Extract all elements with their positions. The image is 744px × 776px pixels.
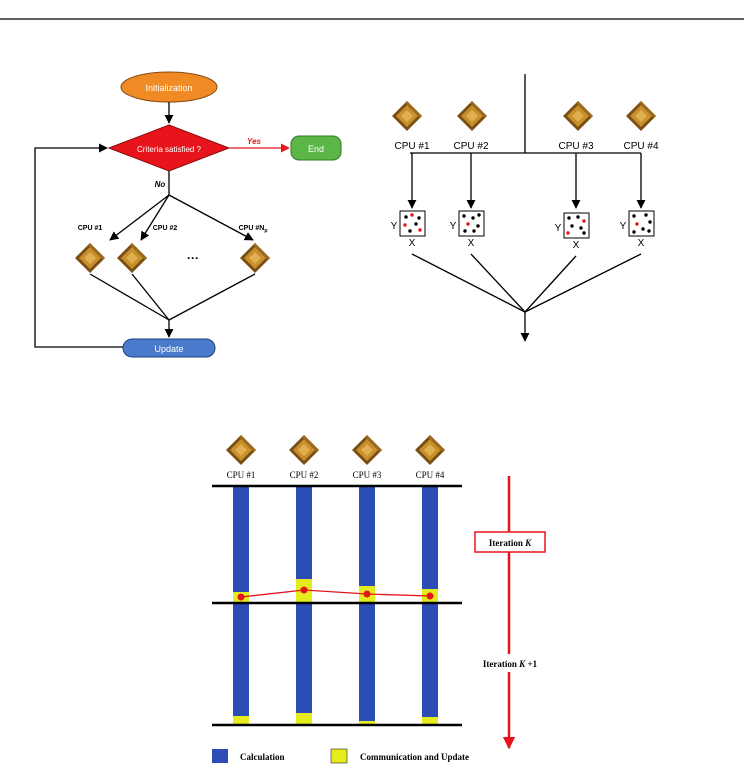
- merge-line-cpu1: [90, 274, 169, 320]
- end-label: End: [308, 144, 324, 154]
- dist-cpu3-label: CPU #3: [558, 141, 593, 152]
- legend-swatch-calculation: [212, 749, 228, 763]
- tl-cpu4-label: CPU #4: [416, 470, 445, 480]
- comm-dot: [301, 587, 308, 594]
- calc-bar-cpu3: [359, 486, 375, 724]
- x-label-3: X: [573, 240, 580, 251]
- scatter-box-cpu4: [629, 211, 654, 236]
- branch-arrow-cpu2: [141, 195, 169, 240]
- cpu2-label: CPU #2: [153, 225, 178, 232]
- flowchart-panel: Initialization Criteria satisfied ? Yes …: [35, 72, 341, 357]
- merge-line-cpun: [169, 274, 255, 320]
- calc-bar-cpu2: [296, 486, 312, 724]
- cpu-chip-icon: [415, 435, 445, 465]
- comm-dot: [238, 594, 245, 601]
- scatter-box-cpu3: [564, 213, 589, 238]
- branch-arrow-cpun: [169, 195, 253, 240]
- tl-cpu1-label: CPU #1: [227, 470, 256, 480]
- cpu-chip-icon: [626, 101, 656, 131]
- yes-label: Yes: [247, 137, 261, 146]
- y-label-2: Y: [450, 221, 457, 232]
- legend-swatch-communication: [331, 749, 347, 763]
- x-label-2: X: [468, 238, 475, 249]
- calc-bar-cpu4: [422, 486, 438, 724]
- calc-bar-cpu1: [233, 486, 249, 724]
- y-label-1: Y: [391, 221, 398, 232]
- update-label: Update: [154, 344, 183, 354]
- tl-cpu3-label: CPU #3: [353, 470, 382, 480]
- distribution-panel: CPU #1 CPU #2 CPU #3 CPU #4 Y: [391, 74, 659, 341]
- scatter-box-cpu2: [459, 211, 484, 236]
- cpu-chip-icon: [289, 435, 319, 465]
- legend-label-calculation: Calculation: [240, 752, 285, 762]
- cpun-label: CPU #Np: [239, 225, 268, 234]
- gather-line-cpu1: [412, 254, 525, 312]
- criteria-label: Criteria satisfied ?: [137, 145, 202, 154]
- cpu-chip-icon: [226, 435, 256, 465]
- loop-back-arrow: [35, 148, 123, 347]
- cpu-chip-icon: [75, 243, 105, 273]
- cpu-chip-icon: [457, 101, 487, 131]
- comm-dot: [364, 591, 371, 598]
- scatter-box-cpu1: [400, 211, 425, 236]
- gather-line-cpu4: [525, 254, 641, 312]
- dist-cpu2-label: CPU #2: [453, 141, 488, 152]
- cpu-chip-icon: [563, 101, 593, 131]
- dist-cpu4-label: CPU #4: [623, 141, 658, 152]
- ellipsis: ···: [187, 251, 199, 265]
- cpu-chip-icon: [392, 101, 422, 131]
- tl-cpu2-label: CPU #2: [290, 470, 319, 480]
- no-label: No: [155, 180, 166, 189]
- x-label-4: X: [638, 238, 645, 249]
- comm-segment-k1-cpu2: [296, 713, 312, 724]
- y-label-4: Y: [620, 221, 627, 232]
- dist-cpu1-label: CPU #1: [394, 141, 429, 152]
- gather-line-cpu2: [471, 254, 525, 312]
- branch-arrow-cpu1: [110, 195, 169, 240]
- iteration-k1-label: Iteration K +1: [483, 659, 538, 669]
- x-label-1: X: [409, 238, 416, 249]
- cpu-chip-icon: [117, 243, 147, 273]
- timeline-panel: CPU #1 CPU #2 CPU #3 CPU #4 Iteration: [212, 435, 549, 763]
- legend-label-communication: Communication and Update: [360, 752, 469, 762]
- comm-segment-k1-cpu1: [233, 716, 249, 724]
- communication-link: [241, 590, 430, 597]
- iteration-k-label: Iteration K: [489, 538, 532, 548]
- cpu1-label: CPU #1: [78, 225, 103, 232]
- comm-segment-k1-cpu4: [422, 717, 438, 724]
- comm-dot: [427, 593, 434, 600]
- y-label-3: Y: [555, 223, 562, 234]
- cpu-chip-icon: [240, 243, 270, 273]
- cpu-chip-icon: [352, 435, 382, 465]
- merge-line-cpu2: [132, 274, 169, 320]
- init-label: Initialization: [145, 83, 192, 93]
- gather-line-cpu3: [525, 256, 576, 312]
- comm-segment-k1-cpu3: [359, 721, 375, 724]
